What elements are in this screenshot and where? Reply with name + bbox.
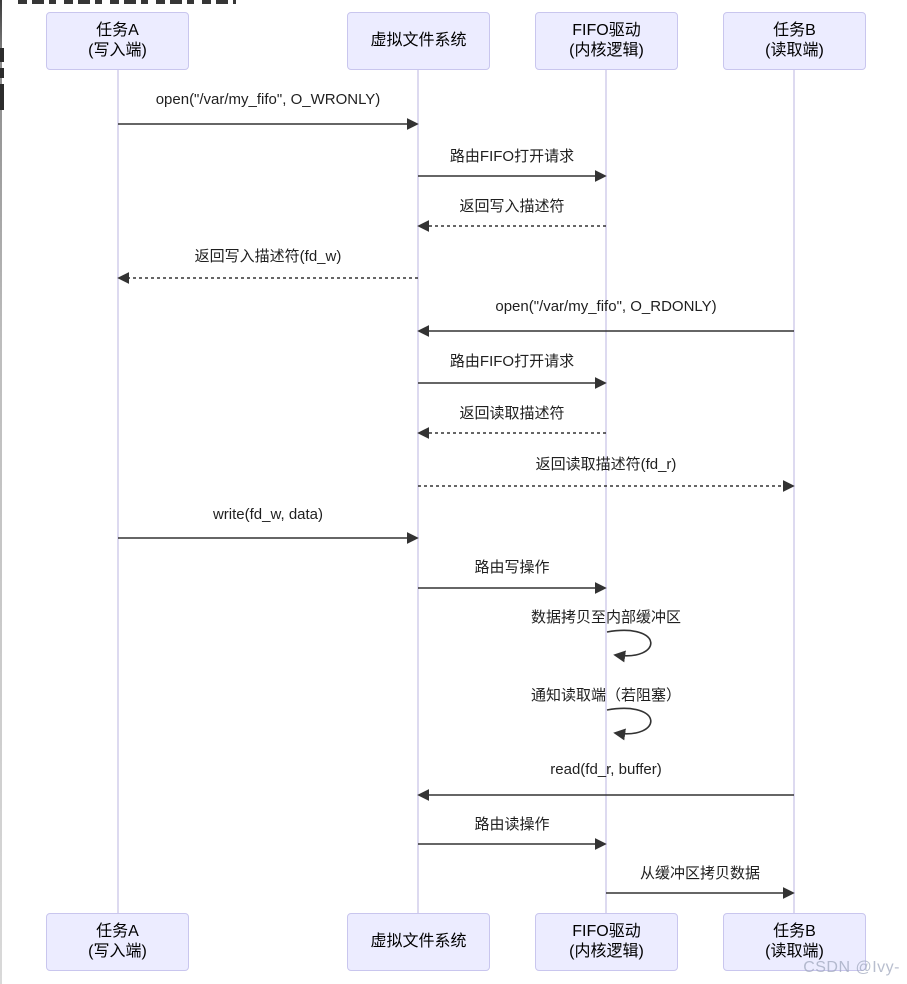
participant-top-vfs: 虚拟文件系统 bbox=[347, 12, 490, 70]
participant-label: FIFO驱动 bbox=[572, 923, 641, 940]
message-label: 返回写入描述符(fd_w) bbox=[194, 248, 342, 265]
message-label: 通知读取端（若阻塞） bbox=[530, 687, 682, 704]
participant-bottom-taskA: 任务A (写入端) bbox=[46, 913, 189, 971]
self-message-arrow bbox=[606, 629, 652, 663]
message-label: 返回读取描述符 bbox=[459, 405, 565, 422]
message-label: 返回读取描述符(fd_r) bbox=[535, 456, 677, 473]
participant-label: (写入端) bbox=[88, 943, 147, 960]
message-label: 返回写入描述符 bbox=[459, 198, 565, 215]
participant-label: FIFO驱动 bbox=[572, 22, 641, 39]
message-label: 从缓冲区拷贝数据 bbox=[639, 865, 761, 882]
participant-label: (读取端) bbox=[765, 42, 824, 59]
participant-top-taskA: 任务A (写入端) bbox=[46, 12, 189, 70]
participant-label: (内核逻辑) bbox=[569, 943, 644, 960]
participant-label: 任务B bbox=[773, 22, 816, 39]
participant-label: 虚拟文件系统 bbox=[370, 32, 467, 49]
message-label: open("/var/my_fifo", O_RDONLY) bbox=[495, 298, 717, 315]
left-edge-text-artifact bbox=[0, 68, 4, 78]
participant-bottom-taskB: 任务B (读取端) bbox=[723, 913, 866, 971]
message-label: 数据拷贝至内部缓冲区 bbox=[530, 609, 682, 626]
left-edge-text-artifact bbox=[0, 48, 4, 62]
left-edge-line-artifact bbox=[0, 0, 2, 984]
participant-label: 任务A bbox=[96, 923, 139, 940]
participant-bottom-fifo: FIFO驱动 (内核逻辑) bbox=[535, 913, 678, 971]
participant-bottom-vfs: 虚拟文件系统 bbox=[347, 913, 490, 971]
self-message-arrow bbox=[606, 707, 652, 741]
csdn-watermark: CSDN @Ivy- bbox=[803, 959, 900, 976]
message-label: open("/var/my_fifo", O_WRONLY) bbox=[155, 91, 381, 108]
participant-label: 虚拟文件系统 bbox=[370, 933, 467, 950]
left-edge-text-artifact bbox=[0, 84, 4, 110]
participant-label: 任务B bbox=[773, 923, 816, 940]
clipped-top-text-artifact bbox=[18, 0, 236, 4]
participant-top-taskB: 任务B (读取端) bbox=[723, 12, 866, 70]
participant-top-fifo: FIFO驱动 (内核逻辑) bbox=[535, 12, 678, 70]
participant-label: (内核逻辑) bbox=[569, 42, 644, 59]
participant-label: 任务A bbox=[96, 22, 139, 39]
message-label: 路由写操作 bbox=[474, 559, 550, 576]
lifelines bbox=[117, 70, 795, 913]
message-label: 路由读操作 bbox=[474, 816, 550, 833]
participant-label: (写入端) bbox=[88, 42, 147, 59]
message-label: write(fd_w, data) bbox=[212, 506, 324, 523]
participant-label: (读取端) bbox=[765, 943, 824, 960]
message-label: 路由FIFO打开请求 bbox=[449, 353, 575, 370]
message-label: read(fd_r, buffer) bbox=[550, 761, 662, 778]
message-arrows bbox=[117, 118, 795, 899]
message-label: 路由FIFO打开请求 bbox=[449, 148, 575, 165]
